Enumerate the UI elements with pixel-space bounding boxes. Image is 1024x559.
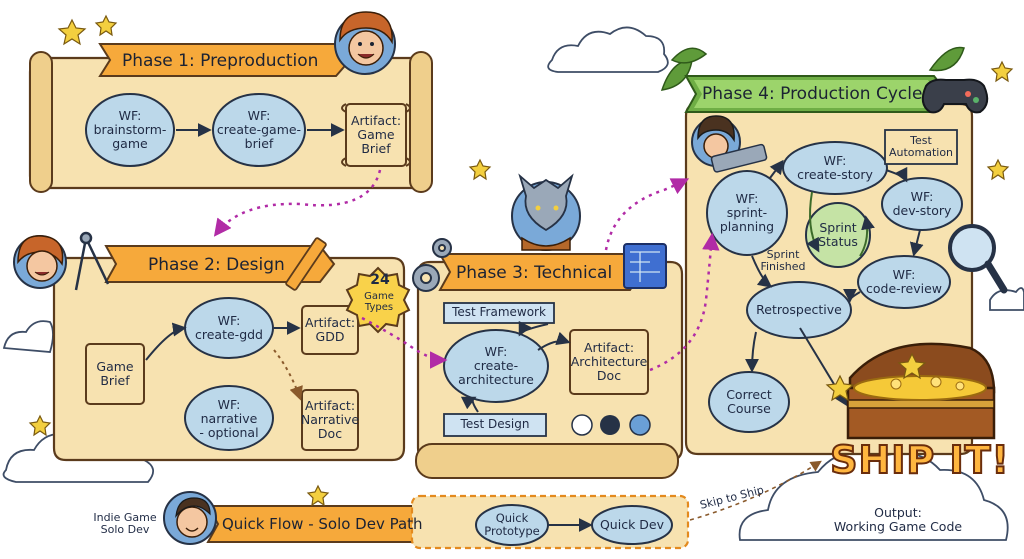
node-dev-story: WF: dev-story [892, 189, 952, 218]
tag-boxes [443, 129, 958, 437]
game-types-count: 24 [370, 272, 390, 289]
flow-arrows [145, 123, 924, 532]
node-correct-course: Correct Course [726, 387, 772, 416]
phase4-banner [684, 75, 950, 113]
sprint-status-node [805, 202, 871, 268]
tag-test-automation: Test Automation [888, 133, 954, 159]
phase4-title: Phase 4: Production Cycle [702, 83, 923, 104]
phase1-title: Phase 1: Preproduction [122, 50, 319, 71]
artifact-scrolls [85, 103, 649, 451]
node-code-review: WF: code-review [866, 267, 942, 296]
skip-to-ship-arrow [689, 460, 822, 521]
workflow-nodes [85, 93, 963, 546]
artifact-gdd: Artifact: GDD [304, 315, 356, 344]
blueprint-icon [623, 243, 667, 289]
game-types-badge [345, 266, 411, 334]
star-decorations [28, 14, 1014, 507]
quick-flow-title: Quick Flow - Solo Dev Path [222, 514, 423, 533]
pencil-icon [285, 237, 327, 291]
persona-indie-solo-dev: Indie Game Solo Dev [93, 510, 157, 536]
node-create-architecture: WF: create- architecture [458, 344, 534, 387]
phase3-title: Phase 3: Technical [456, 262, 613, 283]
optional-arrow [273, 349, 303, 401]
node-quick-dev: Quick Dev [599, 517, 665, 533]
node-create-gdd: WF: create-gdd [195, 313, 263, 342]
dragon-avatar-phase3 [511, 173, 581, 251]
phase-links [213, 169, 720, 372]
node-create-game-brief: WF: create-game- brief [216, 108, 302, 151]
input-game-brief: Game Brief [96, 359, 134, 388]
developer-avatar-phase4 [691, 115, 768, 173]
tag-test-design: Test Design [460, 417, 530, 432]
magnifier-icon [948, 224, 1008, 294]
artifact-game-brief: Artifact: Game Brief [350, 113, 402, 156]
node-sprint-status: Sprint Status [818, 220, 858, 249]
person-avatar-phase2 [13, 235, 67, 289]
node-quick-prototype: Quick Prototype [484, 511, 540, 538]
node-narrative-optional: WF: narrative - optional [199, 397, 259, 440]
output-working-game-code: Output: Working Game Code [833, 505, 963, 534]
node-retrospective: Retrospective [756, 302, 842, 318]
person-avatar-phase1 [334, 11, 396, 75]
node-create-story: WF: create-story [797, 153, 873, 182]
ship-it-heading: SHIP IT! [829, 438, 1010, 483]
treasure-chest-illustration [846, 342, 996, 440]
compass-icon [74, 231, 110, 291]
solo-dev-avatar [163, 491, 217, 545]
gear-icon [412, 238, 452, 292]
node-sprint-planning: WF: sprint- planning [719, 191, 775, 234]
phase2-title: Phase 2: Design [148, 254, 285, 275]
tag-test-framework: Test Framework [452, 305, 546, 320]
artifact-architecture-doc: Artifact: Architecture Doc [570, 340, 648, 383]
gamepad-icon [921, 78, 989, 114]
artifact-narrative-doc: Artifact: Narrative Doc [300, 398, 360, 441]
label-sprint-finished: Sprint Finished [760, 247, 806, 273]
engine-logos [571, 414, 651, 436]
game-types-label: Game Types [364, 291, 394, 313]
node-brainstorm-game: WF: brainstorm- game [93, 108, 167, 151]
